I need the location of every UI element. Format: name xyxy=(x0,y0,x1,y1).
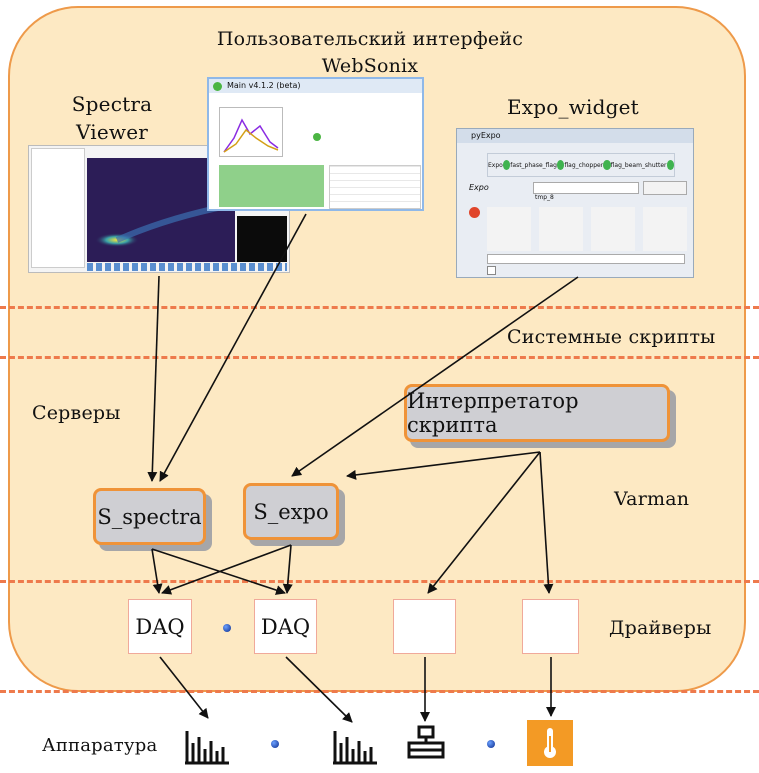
gui-title: Пользовательский интерфейс WebSonix xyxy=(205,26,535,80)
s-spectra-server: S_spectra xyxy=(93,488,206,545)
gui-title-line2: WebSonix xyxy=(321,55,419,77)
label-varman: Varman xyxy=(614,488,690,510)
arrow-sspectra-to-daq1 xyxy=(151,548,163,594)
expo-widget-title: Expo_widget xyxy=(507,95,639,119)
arrow-sexpo-to-daq2 xyxy=(282,544,293,594)
spectra-viewer-line2: Viewer xyxy=(75,120,149,144)
expo-path-text: tmp_8 xyxy=(535,194,554,201)
arrow-sexpo-to-daq1 xyxy=(161,544,292,595)
expo-status-bar xyxy=(487,254,685,264)
websonix-plot xyxy=(219,107,283,157)
gui-title-line1: Пользовательский интерфейс xyxy=(216,28,524,50)
websonix-right-table xyxy=(329,165,421,209)
arrow-interpreter-to-driver4 xyxy=(539,451,554,594)
arrow-sspectra-to-daq2 xyxy=(151,548,286,595)
histogram-icon xyxy=(185,731,229,765)
script-interpreter-box: Интерпретатор скрипта xyxy=(404,384,670,442)
websonix-title: Main v4.1.2 (beta) xyxy=(227,81,301,90)
label-drivers: Драйверы xyxy=(609,617,712,639)
label-hardware: Аппаратура xyxy=(42,735,158,756)
thermometer-icon xyxy=(527,720,573,766)
expo-flag-1: fast_phase_flag xyxy=(510,161,557,169)
thermometer-glyph xyxy=(544,728,556,758)
expo-flag-3: flag_beam_shutter xyxy=(610,161,667,169)
expo-widget-screenshot: pyExpo Expo fast_phase_flag flag_chopper… xyxy=(456,128,694,278)
websonix-status-icon xyxy=(213,82,222,91)
expo-flag-2: flag_chopper xyxy=(564,161,604,169)
s-expo-server: S_expo xyxy=(243,483,339,540)
arrow-websonix-to-sspectra xyxy=(159,213,307,482)
expo-flag-led-2 xyxy=(603,160,611,170)
label-servers: Серверы xyxy=(32,402,121,424)
separator-drivers xyxy=(0,580,759,583)
daq-driver-2: DAQ xyxy=(254,599,317,654)
websonix-green-table xyxy=(219,165,324,207)
separator-system-scripts-bottom xyxy=(0,356,759,359)
expo-flag-led-1 xyxy=(556,160,565,170)
expo-field-label: Expo xyxy=(469,183,489,192)
spectra-tree-panel xyxy=(31,148,85,268)
expo-flag-led-0 xyxy=(502,160,511,170)
label-system-scripts: Системные скрипты xyxy=(507,326,716,348)
ellipsis-dot-hw-1 xyxy=(271,740,279,748)
driver-box-3 xyxy=(393,599,456,654)
arrow-interpreter-to-driver3 xyxy=(427,451,541,594)
arrow-daq2-to-hw2 xyxy=(285,656,353,723)
motor-stage-icon xyxy=(407,725,445,759)
daq-driver-1: DAQ xyxy=(128,599,192,654)
spectra-toolbar xyxy=(87,263,287,271)
arrow-spectraviewer-to-sspectra xyxy=(147,275,160,482)
websonix-ok-button xyxy=(313,133,321,141)
expo-button-grid xyxy=(487,207,687,251)
separator-hardware xyxy=(0,690,759,693)
driver-box-4 xyxy=(522,599,579,654)
ellipsis-dot-drivers xyxy=(223,624,231,632)
expo-flag-0: Expo xyxy=(488,161,503,169)
arrow-expowidget-to-sexpo xyxy=(291,276,579,477)
expo-window-title: pyExpo xyxy=(471,131,501,140)
expo-titlebar: pyExpo xyxy=(457,129,693,143)
spectra-side-plot xyxy=(237,216,287,262)
websonix-screenshot: Main v4.1.2 (beta) xyxy=(207,77,424,211)
spectra-viewer-title: Spectra Viewer xyxy=(60,90,164,146)
arrow-daq1-to-hw1 xyxy=(159,656,209,719)
expo-stop-led xyxy=(469,207,480,218)
expo-checkbox xyxy=(487,266,496,275)
ellipsis-dot-hw-2 xyxy=(487,740,495,748)
spectra-viewer-line1: Spectra xyxy=(71,92,153,116)
histogram-icon xyxy=(333,731,377,765)
websonix-titlebar: Main v4.1.2 (beta) xyxy=(209,79,422,93)
expo-flag-led-3 xyxy=(666,160,674,170)
arrow-interpreter-to-sexpo xyxy=(346,451,541,480)
separator-system-scripts-top xyxy=(0,306,759,309)
expo-open-button xyxy=(643,181,687,195)
expo-flags-row: Expo fast_phase_flag flag_chopper flag_b… xyxy=(487,153,675,177)
websonix-plot-svg xyxy=(223,118,279,153)
expo-path-field xyxy=(533,182,639,194)
